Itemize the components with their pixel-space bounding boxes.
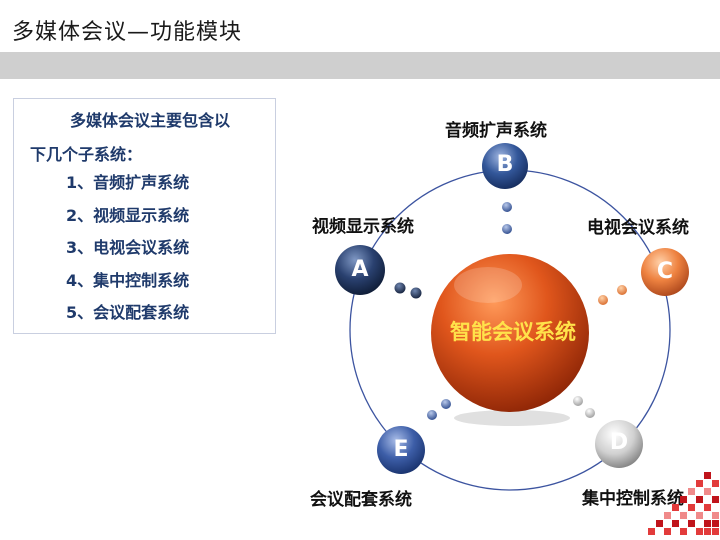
slide-title: 多媒体会议—功能模块 [12, 20, 243, 45]
node-e-label: 会议配套系统 [310, 490, 412, 510]
connector-dots-e [427, 399, 451, 420]
checker-cell [664, 512, 671, 519]
checker-cell [704, 488, 711, 495]
checker-cell [704, 528, 711, 535]
title-band [0, 52, 720, 79]
intro-line-1: 多媒体会议主要包含以 [70, 111, 231, 130]
checker-cell [704, 520, 711, 527]
center-sphere [431, 254, 589, 412]
checker-cell [672, 520, 679, 527]
subsystem-item: 5、会议配套系统 [66, 303, 190, 322]
node-d-sphere [595, 420, 643, 468]
checker-cell [712, 520, 719, 527]
subsystem-list: 1、音频扩声系统 2、视频显示系统 3、电视会议系统 4、集中控制系统 5、会议… [66, 173, 189, 336]
connector-dots-a [394, 282, 422, 299]
subsystem-item: 2、视频显示系统 [66, 205, 190, 225]
node-e-letter: E [393, 437, 409, 462]
intro-line-2: 下几个子系统： [30, 145, 143, 164]
center-shadow [454, 410, 570, 426]
connector-dots-d [573, 396, 595, 418]
checker-cell [712, 528, 719, 535]
checker-cell [648, 528, 655, 535]
intro-box: 多媒体会议主要包含以 下几个子系统： 1、音频扩声系统 2、视频显示系统 3、电… [13, 98, 276, 334]
checker-cell [704, 504, 711, 511]
checker-cell [680, 512, 687, 519]
connector-dots-b [502, 202, 512, 234]
node-a-sphere [335, 245, 385, 295]
node-e-sphere [377, 426, 425, 474]
node-a-letter: A [351, 257, 369, 282]
checker-cell [664, 528, 671, 535]
node-b-label: 音频扩声系统 [445, 121, 547, 141]
checker-cell [680, 496, 687, 503]
checker-cell [712, 480, 719, 487]
node-b-letter: B [496, 152, 514, 177]
checker-cell [696, 496, 703, 503]
subsystem-item: 1、音频扩声系统 [66, 173, 190, 192]
subsystem-item: 4、集中控制系统 [66, 270, 190, 290]
checker-cell [672, 504, 679, 511]
node-d-letter: D [609, 430, 629, 455]
node-b-sphere [482, 143, 528, 189]
node-a-label: 视频显示系统 [312, 217, 414, 237]
subsystem-item: 3、电视会议系统 [66, 238, 190, 257]
checker-cell [712, 496, 719, 503]
checker-cell [688, 520, 695, 527]
checker-cell [680, 528, 687, 535]
connector-dots-c [598, 285, 627, 305]
checker-cell [696, 480, 703, 487]
checker-cell [696, 512, 703, 519]
checker-cell [696, 528, 703, 535]
checker-cell [688, 488, 695, 495]
center-label: 智能会议系统 [450, 320, 576, 344]
node-c-label: 电视会议系统 [587, 218, 689, 238]
checker-cell [656, 520, 663, 527]
checker-cell [712, 512, 719, 519]
node-c-letter: C [656, 259, 674, 284]
node-d-label: 集中控制系统 [582, 489, 684, 509]
node-c-sphere [641, 248, 689, 296]
checker-cell [688, 504, 695, 511]
checker-cell [704, 472, 711, 479]
